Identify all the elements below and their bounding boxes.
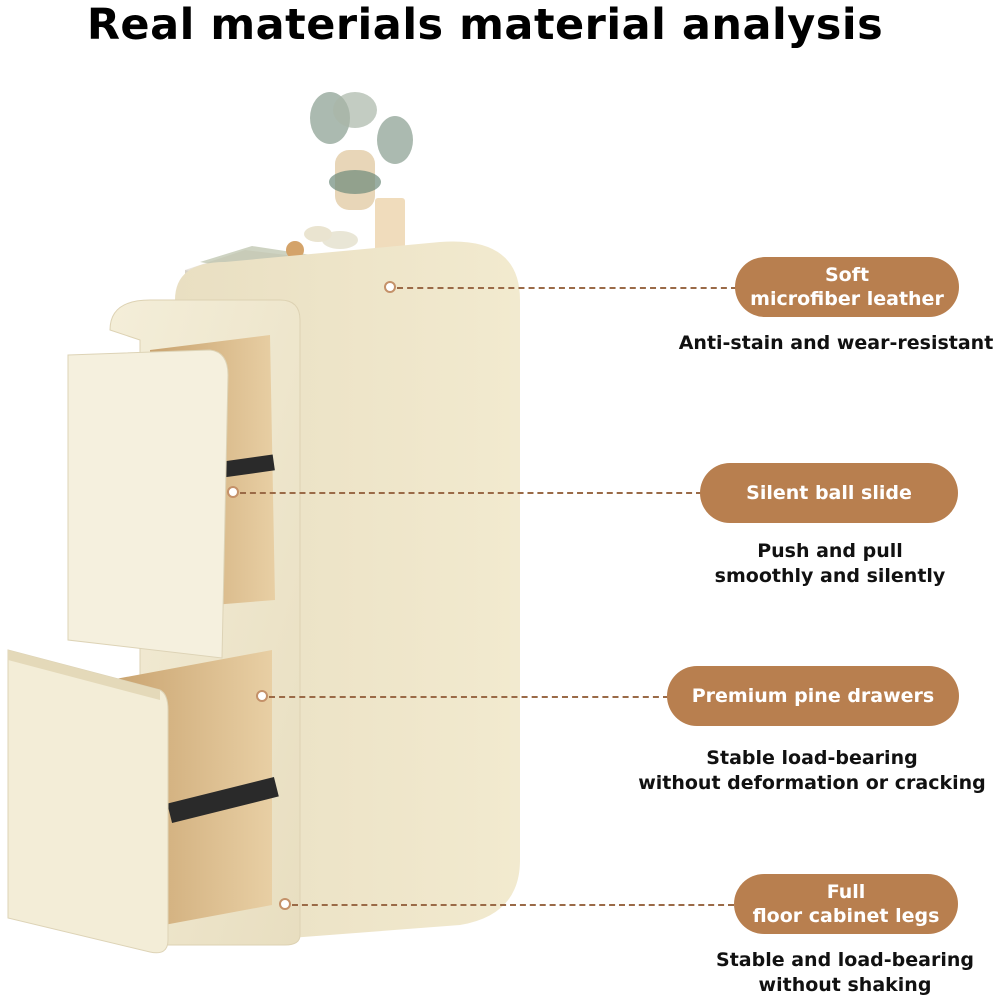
feature-label-legs: Full floor cabinet legs <box>734 874 958 934</box>
page-title: Real materials material analysis <box>86 0 884 50</box>
feature-label-line1: Silent ball slide <box>746 482 912 504</box>
feature-label-line1: Full <box>826 881 866 903</box>
feature-desc-line2: without deformation or cracking <box>638 772 986 794</box>
feature-label-line2: floor cabinet legs <box>752 905 940 927</box>
leader-line-leather <box>397 287 737 289</box>
figurine-decor <box>304 92 413 260</box>
feature-label-line1: Premium pine drawers <box>691 685 935 707</box>
feature-label-pine: Premium pine drawers <box>667 666 959 726</box>
feature-label-line2: microfiber leather <box>750 288 944 310</box>
feature-desc-slide: Push and pull smoothly and silently <box>680 539 980 589</box>
leader-line-legs <box>292 904 734 906</box>
feature-desc-line2: without shaking <box>758 974 932 996</box>
feature-desc-leather: Anti-stain and wear-resistant <box>660 331 1000 356</box>
hotspot-pine <box>256 690 268 702</box>
hotspot-leather <box>384 281 396 293</box>
hotspot-legs <box>279 898 291 910</box>
feature-desc-line1: Stable load-bearing <box>706 747 918 769</box>
leader-line-pine <box>269 696 669 698</box>
feature-desc-pine: Stable load-bearing without deformation … <box>622 746 1000 796</box>
feature-desc-line1: Stable and load-bearing <box>716 949 974 971</box>
feature-desc-legs: Stable and load-bearing without shaking <box>690 948 1000 998</box>
feature-label-leather: Soft microfiber leather <box>735 257 959 317</box>
feature-label-line1: Soft <box>824 264 870 286</box>
feature-desc-line1: Push and pull <box>757 540 903 562</box>
feature-desc-line1: Anti-stain and wear-resistant <box>678 332 994 354</box>
feature-desc-line2: smoothly and silently <box>714 565 946 587</box>
leader-line-slide <box>240 492 702 494</box>
feature-label-slide: Silent ball slide <box>700 463 958 523</box>
hotspot-slide <box>227 486 239 498</box>
